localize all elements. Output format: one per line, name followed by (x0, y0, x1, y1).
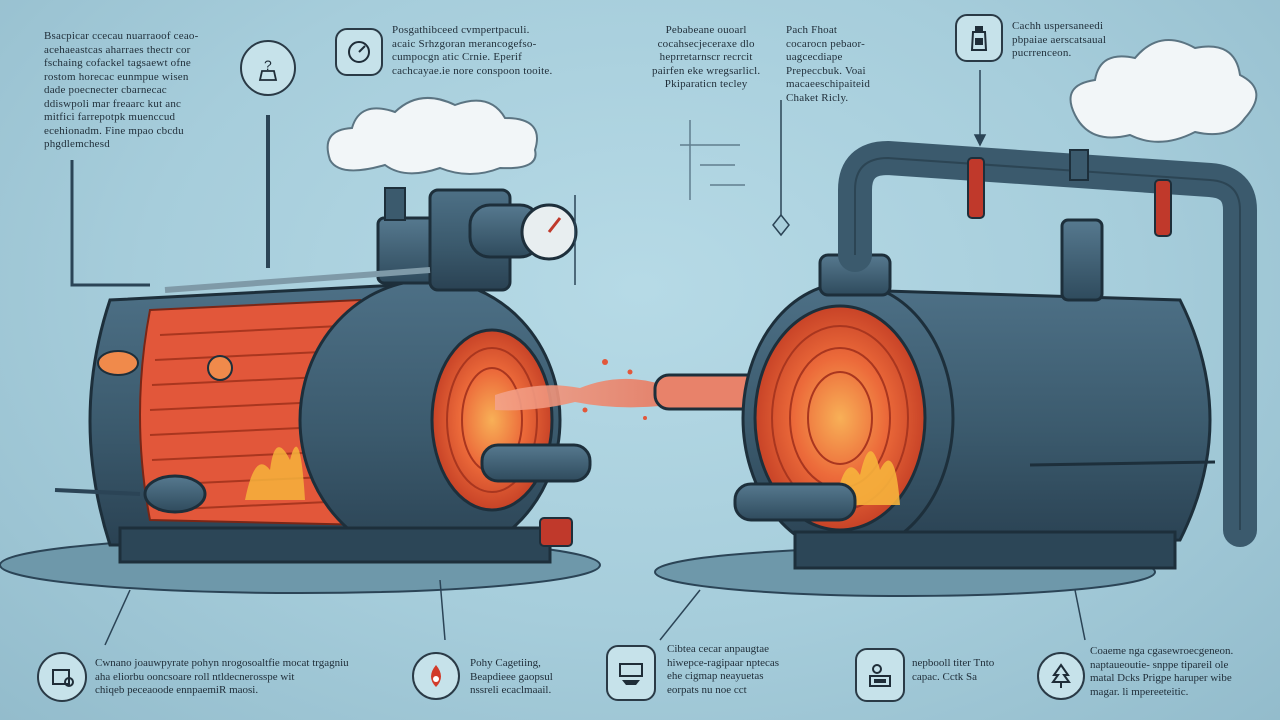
note-line: aha eliorbu ooncsoare roll ntldecnerossp… (95, 670, 295, 683)
note-line: pairfen eke wregsarlicl. (652, 64, 761, 77)
leader-lines (104, 70, 1086, 646)
note-line: eorpats nu noe cct (667, 683, 747, 696)
note-bottom-5: Coaeme nga cgasewroecgeneon. naptaueouti… (1090, 645, 1233, 699)
note-line: ddiswpoli mar freaarc kut anc (44, 97, 182, 110)
note-line: Coaeme nga cgasewroecgeneon. (1090, 645, 1234, 657)
right-boiler (733, 140, 1257, 570)
note-line: dade poecnecter cbarnecac (44, 84, 167, 96)
note-line: phgdlemchesd (44, 138, 110, 150)
note-line: cachcayae.ie nore conspoon tooite. (392, 64, 553, 77)
note-line: Prepeccbuk. Voai (786, 64, 866, 77)
note-line: Pohy Cagetiing, (470, 657, 541, 669)
note-line: Pkiparaticn tecley (664, 78, 748, 90)
note-line: Beapdieee gaopsul (470, 670, 553, 683)
note-line: Pach Fhoat (786, 24, 838, 36)
note-line: mitfici farrepotpk muenccud (44, 111, 176, 123)
note-line: uagcecdiape (786, 51, 843, 63)
note-bottom-2: Pohy Cagetiing, Beapdieee gaopsul nssrel… (470, 657, 553, 698)
note-bottom-3: Cibtea cecar anpaugtae hiwepce-ragipaar … (667, 643, 779, 697)
note-center-mid: Pebabeane ouoarl cocahsecjeceraxe dlo he… (652, 24, 760, 92)
fuel-bottle-icon (955, 14, 1003, 62)
left-smoke-cloud (326, 96, 538, 175)
note-line: ehe cigmap neayuetas (667, 670, 764, 682)
note-top-left: Bsacpicar ccecau nuarraoof ceao- acehaea… (44, 30, 199, 152)
note-bottom-1: Cwnano joauwpyrate pohyn nrogosoaltfie m… (95, 657, 349, 698)
note-center-right: Pach Fhoat cocarocn pebaor- uagcecdiape … (786, 24, 870, 105)
note-line: naptaueoutie- snppe tipareil ole (1090, 658, 1229, 671)
pump-unit-icon (855, 648, 905, 702)
note-line: Cachh uspersaneedi (1012, 20, 1104, 32)
svg-text:?: ? (264, 57, 272, 73)
note-line: cumpocgn atic Crnie. Eperif (392, 51, 523, 63)
note-line: Pebabeane ouoarl (665, 24, 747, 36)
flame-drop-icon (412, 652, 460, 700)
note-line: nssreli ecaclmaail. (470, 684, 552, 696)
left-boiler (54, 115, 592, 564)
note-line: nepbooll titer Tnto (912, 657, 995, 669)
note-line: Cibtea cecar anpaugtae (667, 643, 769, 655)
tree-flame-icon (1037, 652, 1085, 700)
note-line: acaic Srhzgoran merancogefso- (392, 37, 537, 50)
note-line: Cwnano joauwpyrate pohyn nrogosoaltfie m… (95, 657, 349, 669)
question-flask-icon: ? (240, 40, 296, 96)
note-line: pbpaiae aerscatsaual (1012, 33, 1107, 46)
note-line: Posgathibceed cvmpertpaculi. (392, 24, 530, 36)
note-line: acehaeastcas aharraes thectr cor (44, 43, 191, 56)
note-line: magar. li mpereeteitic. (1090, 685, 1189, 698)
right-smoke-cloud (1069, 39, 1258, 143)
note-line: pucrrenceon. (1012, 47, 1072, 59)
note-line: ecehionadm. Fine mpao cbcdu (44, 124, 184, 137)
note-top-right: Cachh uspersaneedi pbpaiae aerscatsaual … (1012, 20, 1106, 61)
note-line: rostom horecac eunmpue wisen (44, 70, 189, 83)
note-line: chiqeb peceaoode ennpaemiR maosi. (95, 684, 259, 696)
note-line: hiwepce-ragipaar nptecas (667, 656, 780, 669)
note-line: Chaket Ricly. (786, 91, 849, 104)
pressure-gauge-icon (335, 28, 383, 76)
valve-panel-icon (37, 652, 87, 702)
note-line: cocarocn pebaor- (786, 37, 866, 50)
note-line: matal Dcks Prigpe haruper wibe (1090, 672, 1232, 684)
note-line: fschaing cofackel tagsaewt ofne (44, 57, 191, 69)
note-bottom-4: nepbooll titer Tnto capac. Cctk Sa (912, 657, 994, 684)
note-line: capac. Cctk Sa (912, 670, 978, 683)
note-line: cocahsecjeceraxe dlo (657, 37, 755, 50)
note-line: Bsacpicar ccecau nuarraoof ceao- (44, 30, 199, 42)
note-top-center: Posgathibceed cvmpertpaculi. acaic Srhzg… (392, 24, 552, 78)
note-line: heprretarnscr recrcit (659, 51, 753, 63)
control-board-icon (606, 645, 656, 701)
note-line: macaeeschipaiteid (786, 78, 871, 90)
